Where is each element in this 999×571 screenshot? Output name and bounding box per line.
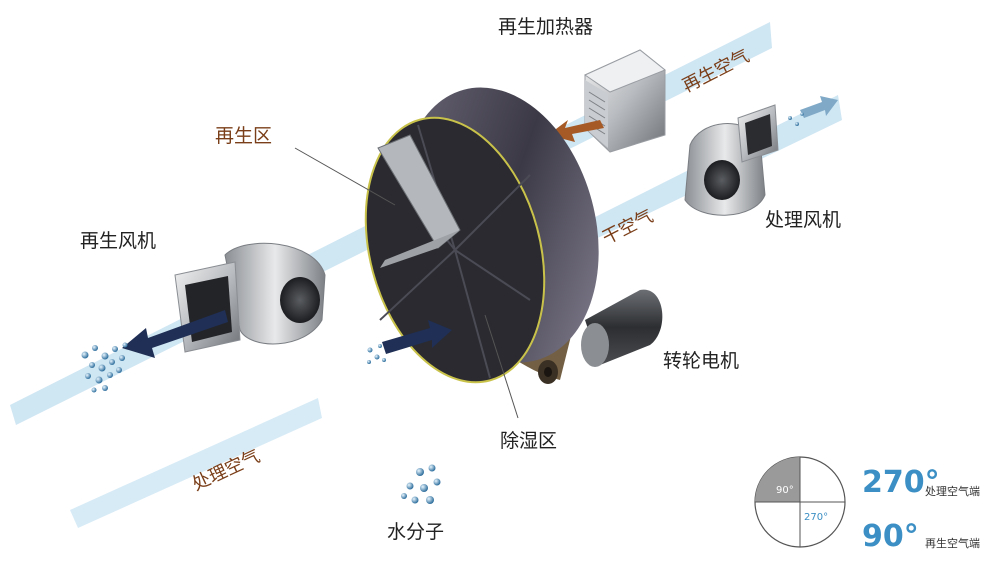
pie-large-sector-label: 270° (804, 512, 829, 523)
desiccant-wheel (364, 87, 599, 384)
water-droplets-exhaust (788, 112, 804, 126)
sector-legend-pie (754, 456, 846, 548)
process-inlet-arrow (382, 320, 452, 354)
motor-label: 转轮电机 (663, 350, 740, 372)
legend-90-caption: 再生空气端 (925, 537, 980, 550)
pie-small-sector-label: 90° (776, 485, 794, 496)
hot-air-arrow (548, 120, 604, 142)
regen-zone-label: 再生区 (215, 125, 273, 147)
process-exhaust-arrow (800, 96, 838, 118)
water-molecule-icon (401, 464, 441, 504)
legend-270-caption: 处理空气端 (925, 485, 980, 498)
process-fan (684, 104, 779, 216)
process-fan-label: 处理风机 (765, 209, 842, 231)
process-air-band-lower (70, 398, 322, 528)
dehumid-zone-leader (484, 314, 519, 419)
dehumid-zone-label: 除湿区 (500, 430, 558, 452)
wheel-motor (538, 289, 663, 384)
regen-fan-label: 再生风机 (80, 230, 157, 252)
legend-90-value: 90° (862, 519, 919, 554)
regen-heater-label: 再生加热器 (498, 16, 594, 38)
water-molecule-label: 水分子 (387, 521, 445, 543)
water-droplets-left (81, 342, 128, 393)
legend-270-value: 270° (862, 465, 940, 500)
regen-exhaust-arrow (122, 310, 228, 358)
regen-fan (174, 242, 326, 353)
regen-heater (583, 49, 666, 153)
water-droplets-inlet (367, 344, 386, 364)
regen-zone-leader (294, 147, 396, 206)
